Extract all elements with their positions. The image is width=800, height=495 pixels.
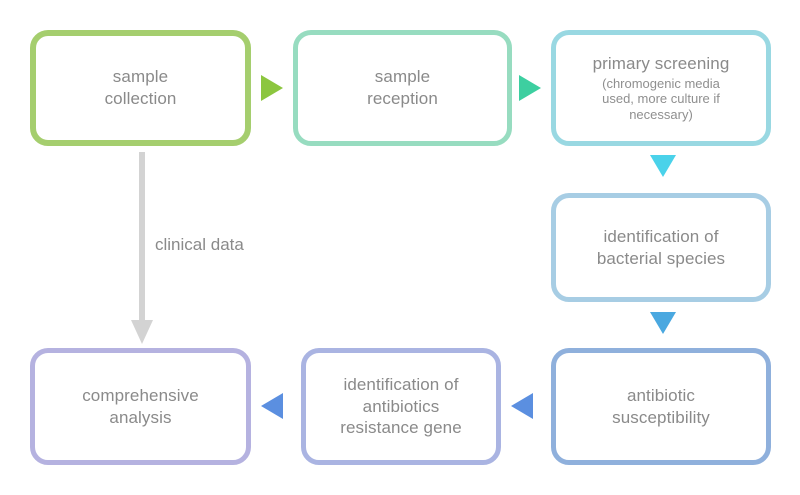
node-identification-resistance-gene[interactable]: identification of antibiotics resistance… bbox=[301, 348, 501, 465]
node-sample-collection-label: sample collection bbox=[104, 67, 177, 108]
arrow-down-clinical-data-icon bbox=[131, 152, 153, 344]
arrow-head bbox=[131, 320, 153, 344]
arrow-left-susceptibility-to-resistance-icon bbox=[511, 393, 533, 419]
node-primary-screening-sublabel: (chromogenic media used, more culture if… bbox=[602, 75, 720, 123]
node-antibiotic-susceptibility[interactable]: antibiotic susceptibility bbox=[551, 348, 771, 465]
arrow-down-screening-to-identification-icon bbox=[650, 155, 676, 177]
node-antibiotic-susceptibility-label: antibiotic susceptibility bbox=[612, 385, 710, 427]
node-identification-bacterial-species-label: identification of bacterial species bbox=[596, 226, 726, 268]
node-sample-reception[interactable]: sample reception bbox=[293, 30, 512, 146]
node-identification-resistance-gene-label: identification of antibiotics resistance… bbox=[340, 374, 462, 438]
node-primary-screening[interactable]: primary screening (chromogenic media use… bbox=[551, 30, 771, 146]
node-sample-reception-label: sample reception bbox=[367, 67, 438, 108]
arrow-right-reception-to-screening-icon bbox=[519, 75, 541, 101]
node-sample-collection[interactable]: sample collection bbox=[30, 30, 251, 146]
node-comprehensive-analysis-label: comprehensive analysis bbox=[82, 385, 199, 427]
arrow-right-collection-to-reception-icon bbox=[261, 75, 283, 101]
node-comprehensive-analysis[interactable]: comprehensive analysis bbox=[30, 348, 251, 465]
arrow-clinical-data-label: clinical data bbox=[155, 235, 244, 254]
node-primary-screening-label: primary screening bbox=[592, 53, 730, 73]
arrow-down-identification-to-susceptibility-icon bbox=[650, 312, 676, 334]
node-identification-bacterial-species[interactable]: identification of bacterial species bbox=[551, 193, 771, 302]
arrow-shaft bbox=[139, 152, 145, 322]
arrow-left-resistance-to-analysis-icon bbox=[261, 393, 283, 419]
